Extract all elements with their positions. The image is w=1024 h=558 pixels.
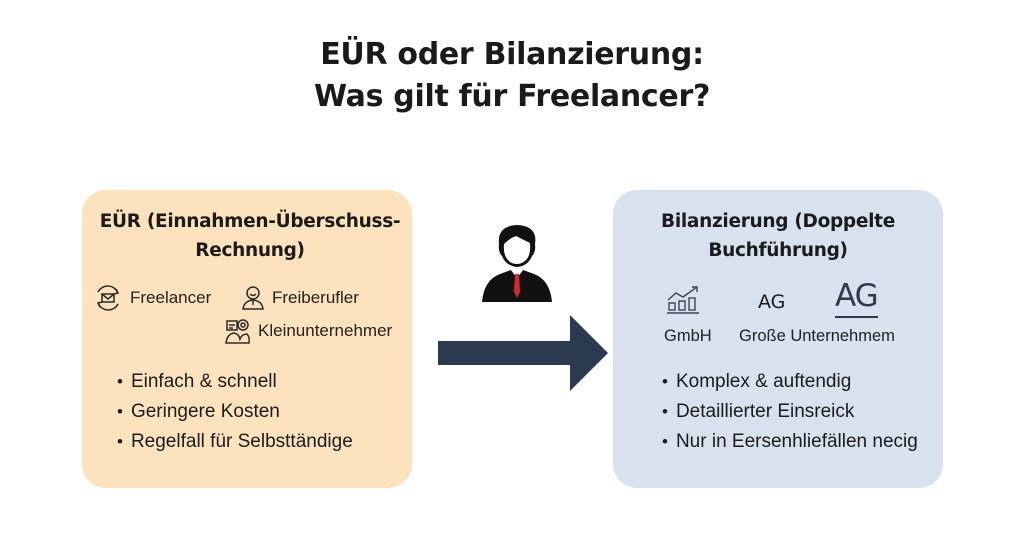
ag-text-icon: AG <box>758 291 786 313</box>
arrow-right-icon <box>438 315 608 391</box>
businessman-icon <box>482 225 552 302</box>
bullet-item: Einfach & schnell <box>117 367 353 397</box>
bullet-item: Regelfall für Selbsttändige <box>117 427 353 457</box>
bilanz-title-line-2: Buchführung) <box>708 240 848 261</box>
group-label: Kleinunternehmer <box>258 321 393 340</box>
page-title: EÜR oder Bilanzierung: Was gilt für Free… <box>0 34 1024 118</box>
bullet-item: Geringere Kosten <box>117 397 353 427</box>
group-freiberufler: Freiberufler <box>240 284 359 312</box>
group-label: Freelancer <box>130 288 212 307</box>
bilanzierung-card-title: Bilanzierung (Doppelte Buchführung) <box>613 207 943 265</box>
euer-bullet-list: Einfach & schnell Geringere Kosten Regel… <box>117 367 353 457</box>
title-line-2: Was gilt für Freelancer? <box>313 79 711 114</box>
bullet-item: Komplex & auftendig <box>662 367 918 397</box>
euer-card: EÜR (Einnahmen-Überschuss- Rechnung) Fre… <box>82 190 412 488</box>
growth-chart-icon <box>667 286 699 314</box>
group-kleinunternehmer: Kleinunternehmer <box>224 317 392 345</box>
euer-title-line-1: EÜR (Einnahmen-Überschuss- <box>99 211 401 232</box>
ag-large-label: AG <box>835 278 879 314</box>
label-gmbh: GmbH <box>664 327 712 345</box>
group-label: Freiberufler <box>272 288 359 307</box>
bilanz-bullet-list: Komplex & auftendig Detaillierter Einsre… <box>662 367 918 457</box>
business-people-icon <box>225 319 250 344</box>
ag-large-text-icon: AG <box>835 278 879 318</box>
bilanzierung-card: Bilanzierung (Doppelte Buchführung) AG A… <box>613 190 943 488</box>
bullet-item: Nur in Eersenhliefällen necig <box>662 427 918 457</box>
title-line-1: EÜR oder Bilanzierung: <box>320 37 704 72</box>
underline <box>835 316 878 318</box>
group-freelancer: Freelancer <box>92 284 211 312</box>
euer-title-line-2: Rechnung) <box>195 240 305 261</box>
mail-cycle-icon <box>96 285 120 311</box>
label-grosse-unternehmen: Große Unternehmem <box>739 327 895 345</box>
bullet-item: Detaillierter Einsreick <box>662 397 918 427</box>
person-icon <box>242 286 264 310</box>
bilanz-title-line-1: Bilanzierung (Doppelte <box>661 211 895 232</box>
euer-card-title: EÜR (Einnahmen-Überschuss- Rechnung) <box>90 207 410 265</box>
